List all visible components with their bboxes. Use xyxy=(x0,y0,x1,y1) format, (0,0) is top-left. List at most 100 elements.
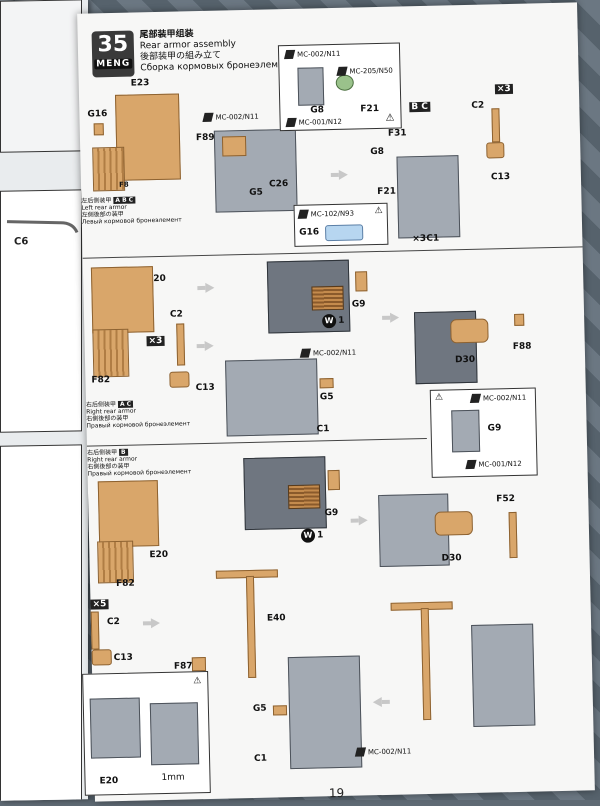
flow-arrow xyxy=(150,618,161,629)
warning-icon: ⚠ xyxy=(193,676,202,687)
page-number: 19 xyxy=(328,785,345,801)
part-f52: F52 xyxy=(496,493,516,505)
callout-part-g9: G9 xyxy=(487,423,502,434)
rod-part-drawing xyxy=(6,220,79,234)
multiplier-x3-p2: ×3 xyxy=(146,335,165,347)
panel2-ref: MC-002/N11 xyxy=(299,348,357,358)
w1-number: 1 xyxy=(338,315,345,326)
part-c2-drawing xyxy=(491,108,501,143)
part-d30-drawing xyxy=(450,318,489,344)
armor-plate-e20-p3 xyxy=(97,480,160,548)
multiplier-x3: ×3 xyxy=(494,83,513,95)
part-f88-drawing xyxy=(514,313,525,326)
panel-2-divider xyxy=(82,246,583,259)
part-c2-p3: C2 xyxy=(106,616,120,628)
part-f89-drawing xyxy=(221,135,247,157)
callout-ref-2: MC-205/N50 xyxy=(336,66,393,76)
callout-ref-3: MC-001/N12 xyxy=(285,117,343,128)
part-g5: G5 xyxy=(249,187,264,198)
scale-1mm: 1mm xyxy=(161,772,185,784)
part-g16: G16 xyxy=(87,109,108,120)
part-c1-p3: C1 xyxy=(253,753,268,764)
callout-e20-part-b xyxy=(149,702,200,766)
e40-frame-post xyxy=(245,575,257,679)
callout-part-g8: G8 xyxy=(310,105,325,116)
right-assembly-drawing xyxy=(396,155,461,239)
panel3-ref: MC-002/N11 xyxy=(354,746,412,757)
part-c2-p2: C2 xyxy=(169,309,183,320)
part-c13-p2: C13 xyxy=(195,382,215,394)
paint-ref-1-text: MC-002/N11 xyxy=(215,112,259,122)
part-g5-p2: G5 xyxy=(319,392,334,403)
panel1-section-caption: 左后侧装甲 A B C Left rear armor 左側後部の装甲 Левы… xyxy=(81,195,182,226)
part-g9-drawing xyxy=(355,271,368,292)
flow-arrow xyxy=(205,282,215,293)
clear-part-drawing xyxy=(324,224,364,242)
part-c2: C2 xyxy=(471,100,485,111)
panel2-ref-text: MC-002/N11 xyxy=(312,348,357,358)
panel3-final-assembly xyxy=(287,655,363,770)
grille-drawing xyxy=(311,285,344,311)
variant-tag-bc: B C xyxy=(409,101,431,113)
part-f87-drawing xyxy=(191,657,207,672)
left-page: C6 xyxy=(0,0,88,801)
part-g5-p2-drawing xyxy=(319,378,334,389)
part-c1-p2: C1 xyxy=(316,424,330,435)
part-g16-drawing xyxy=(93,123,104,136)
callout-ref-1: MC-002/N11 xyxy=(284,49,341,60)
callout-g16-ref-text: MC-102/N93 xyxy=(310,209,355,219)
part-e40: E40 xyxy=(266,613,286,624)
callout-ref-1-text: MC-002/N11 xyxy=(297,49,341,59)
part-g9-p3: G9 xyxy=(324,507,339,519)
callout-ref-2-text: MC-205/N50 xyxy=(349,66,393,76)
step-number: 35 xyxy=(97,31,129,58)
paint-icon xyxy=(336,66,348,76)
part-g8-b: G8 xyxy=(370,146,385,158)
panel3-section-ru: Правый кормовой бронеэлемент xyxy=(87,468,192,478)
part-f8: F8 xyxy=(118,180,129,189)
panel2-main-assembly xyxy=(225,358,319,437)
part-f52-drawing xyxy=(508,511,518,559)
w1-letter: W xyxy=(324,316,334,326)
part-g5-p3-drawing xyxy=(272,705,288,716)
track-links-f82-p3 xyxy=(97,540,135,584)
part-f82: F82 xyxy=(91,375,111,386)
part-c13-p3-drawing xyxy=(91,649,112,666)
armor-plate-e23 xyxy=(114,93,181,181)
callout-e20-part-a xyxy=(89,697,142,759)
panel3-section-caption: 右后侧装甲 B Right rear armor 右側後部の装甲 Правый … xyxy=(87,447,192,478)
paint-icon xyxy=(299,348,311,358)
callout-g9-ref-2: MC-001/N12 xyxy=(465,459,522,470)
left-page-diagram-bottom xyxy=(0,444,82,801)
panel2-section-ru: Правый кормовой бронеэлемент xyxy=(86,420,191,430)
part-f21-drawing xyxy=(335,74,354,91)
instruction-page: 35 MENG 尾部装甲组装 Rear armor assembly 後部装甲の… xyxy=(77,2,595,802)
panel-3-divider xyxy=(86,437,427,447)
left-page-diagram-top xyxy=(0,0,82,153)
callout-g9-ref-1: MC-002/N11 xyxy=(469,393,527,403)
paint-ref-1: MC-002/N11 xyxy=(202,112,259,122)
flow-arrow xyxy=(389,312,400,323)
callout-part-e20: E20 xyxy=(99,776,119,787)
part-label-c6: C6 xyxy=(14,236,29,248)
part-e23: E23 xyxy=(130,78,150,89)
part-c13-drawing xyxy=(486,142,505,159)
warning-icon: ⚠ xyxy=(374,205,383,217)
multiplier-x3-b: ×3 xyxy=(412,233,427,245)
paint-icon xyxy=(469,393,482,403)
part-d30: D30 xyxy=(454,354,476,366)
paint-icon xyxy=(202,112,214,122)
part-f31: F31 xyxy=(387,128,407,139)
part-c2-p2-drawing xyxy=(176,323,186,366)
part-f82-p3: F82 xyxy=(115,578,135,590)
part-d30-p3-drawing xyxy=(434,510,474,536)
part-d30-p3: D30 xyxy=(441,553,462,564)
flow-arrow xyxy=(372,697,382,708)
part-f21-b: F21 xyxy=(377,186,397,198)
callout-g9-ref-1-text: MC-002/N11 xyxy=(482,393,527,403)
grille-drawing-p3 xyxy=(287,484,321,510)
callout-g9-ref-2-text: MC-001/N12 xyxy=(478,459,522,469)
callout-e20-detail: ⚠ E20 1mm xyxy=(82,670,211,796)
part-c13-p2-drawing xyxy=(169,371,190,388)
callout-g16-ref: MC-102/N93 xyxy=(297,209,355,219)
